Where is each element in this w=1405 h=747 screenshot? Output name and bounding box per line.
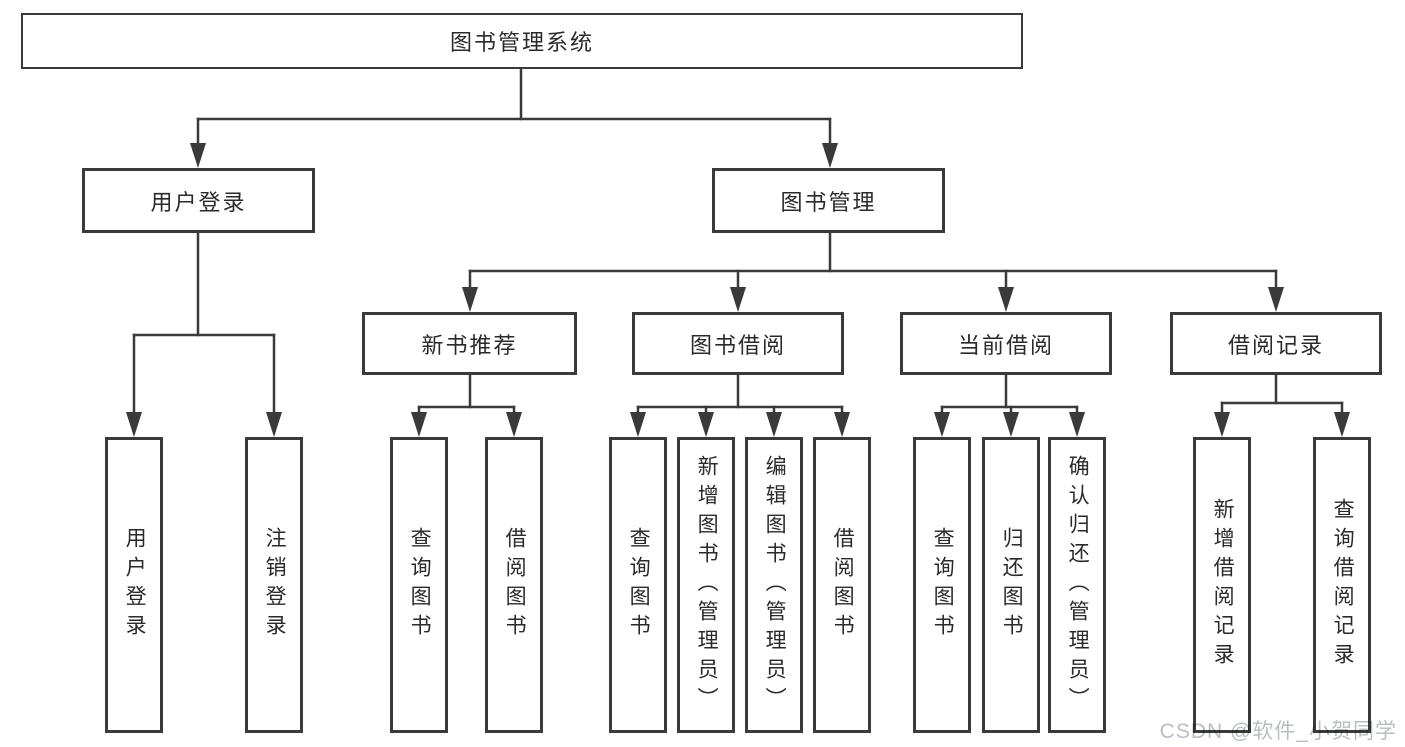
connector-records-to-leaves (1214, 373, 1350, 437)
leaf-borrow-add-book-admin: 新增图书（管理员） (677, 437, 735, 733)
arrowhead (698, 412, 714, 437)
leaf-records-query-record: 查询借阅记录 (1313, 437, 1371, 733)
node-book-management: 图书管理 (712, 168, 945, 233)
leaf-label: 编辑图书（管理员） (763, 454, 787, 716)
node-new-book-recommend: 新书推荐 (362, 312, 577, 375)
node-root-system: 图书管理系统 (21, 13, 1023, 69)
node-label: 图书借阅 (689, 332, 786, 358)
arrowhead (126, 412, 142, 437)
leaf-current-confirm-return-admin: 确认归还（管理员） (1048, 437, 1106, 733)
leaf-label: 注销登录 (263, 527, 287, 643)
node-borrow-records: 借阅记录 (1170, 312, 1382, 375)
node-current-borrow: 当前借阅 (900, 312, 1112, 375)
leaf-current-query-book: 查询图书 (913, 437, 971, 733)
leaf-label: 确认归还（管理员） (1066, 454, 1090, 716)
connector-book-mgmt-to-level3 (462, 231, 1284, 312)
leaf-label: 新增图书（管理员） (695, 454, 719, 716)
node-label: 当前借阅 (957, 332, 1054, 358)
arrowhead (834, 412, 850, 437)
connector-current-to-leaves (934, 373, 1085, 437)
arrowhead (998, 287, 1014, 312)
leaf-label: 借阅图书 (503, 527, 527, 643)
arrowhead (266, 412, 282, 437)
leaf-borrow-borrow-book: 借阅图书 (813, 437, 871, 733)
node-label: 图书管理系统 (449, 30, 594, 55)
leaf-label: 查询借阅记录 (1331, 498, 1355, 672)
leaf-records-add-record: 新增借阅记录 (1193, 437, 1251, 733)
leaf-user-login: 用户登录 (105, 437, 163, 733)
arrowhead (411, 412, 427, 437)
leaf-borrow-query-book: 查询图书 (609, 437, 667, 733)
node-label: 新书推荐 (421, 332, 518, 358)
node-book-borrow: 图书借阅 (632, 312, 844, 375)
leaf-label: 借阅图书 (831, 527, 855, 643)
arrowhead (190, 143, 206, 168)
leaf-label: 查询图书 (931, 527, 955, 643)
arrowhead (934, 412, 950, 437)
arrowhead (1214, 412, 1230, 437)
connector-borrow-to-leaves (630, 373, 850, 437)
leaf-label: 查询图书 (627, 527, 651, 643)
arrowhead (1268, 287, 1284, 312)
arrowhead (1003, 412, 1019, 437)
leaf-newbook-query-book: 查询图书 (390, 437, 448, 733)
leaf-borrow-edit-book-admin: 编辑图书（管理员） (745, 437, 803, 733)
arrowhead (766, 412, 782, 437)
leaf-newbook-borrow-book: 借阅图书 (485, 437, 543, 733)
leaf-current-return-book: 归还图书 (982, 437, 1040, 733)
node-user-login: 用户登录 (82, 168, 315, 233)
leaf-label: 用户登录 (123, 527, 147, 643)
connector-user-login-to-leaves (126, 231, 282, 437)
leaf-label: 新增借阅记录 (1211, 498, 1235, 672)
connector-root-to-branches (190, 67, 838, 168)
arrowhead (730, 287, 746, 312)
arrowhead (1069, 412, 1085, 437)
node-label: 图书管理 (780, 189, 877, 215)
connector-newbook-to-leaves (411, 373, 522, 437)
arrowhead (822, 143, 838, 168)
leaf-label: 归还图书 (1000, 527, 1024, 643)
arrowhead (462, 287, 478, 312)
node-label: 用户登录 (150, 189, 247, 215)
leaf-logout: 注销登录 (245, 437, 303, 733)
arrowhead (630, 412, 646, 437)
arrowhead (506, 412, 522, 437)
node-label: 借阅记录 (1227, 332, 1324, 358)
leaf-label: 查询图书 (408, 527, 432, 643)
arrowhead (1334, 412, 1350, 437)
